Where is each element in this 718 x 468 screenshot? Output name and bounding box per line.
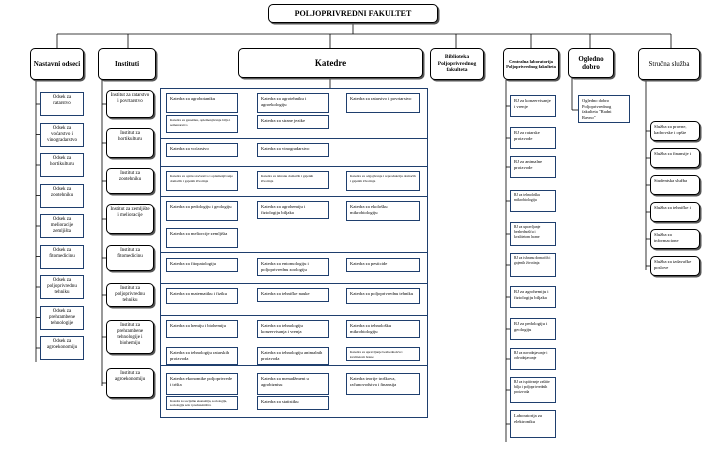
section-strucna-sluzba: Stručna služba <box>638 48 700 80</box>
katedra-item: Katedra za agrotehniku i agroekologiju <box>257 93 329 113</box>
odsek-item: Odsek za melioracije zemljišta <box>40 214 84 238</box>
section-label: Nastavni odseci <box>33 60 81 68</box>
institut-item: Institut za poljoprivrednu tehniku <box>106 283 154 307</box>
katedra-item: Katedra za odgajivanje i reprodukciju do… <box>346 171 420 191</box>
section-label: Biblioteka Poljoprivrednog fakulteta <box>437 54 477 74</box>
katedra-item: Katedra za vinogradarstvo <box>257 143 329 157</box>
root-title: POLJOPRIVREDNI FAKULTET <box>294 8 412 18</box>
institut-item: Institut za ratarstvo i povrtarstvo <box>106 90 154 118</box>
institut-item: Institut za agroekonomiju <box>106 368 154 398</box>
lab-item: Laboratorija za elektroniku <box>510 410 556 438</box>
katedra-item: Katedra za upravljanje bezbednošću i kva… <box>346 347 420 361</box>
lab-item: RJ za ishranu domaćih i gajenih životinj… <box>510 253 556 277</box>
katedre-row-divider <box>160 365 428 366</box>
katedra-item: Katedra za voćarstvo <box>166 143 238 157</box>
lab-item: RJ za tehnološku mikrobiologiju <box>510 190 556 212</box>
root-faculty-box: POLJOPRIVREDNI FAKULTET <box>268 4 438 23</box>
lab-item: RJ za konzervisanje i vrenje <box>510 95 556 117</box>
katedra-item: Katedra za statistiku <box>257 396 329 410</box>
katedra-item: Katedra za entomologiju i poljoprivrednu… <box>257 258 329 276</box>
katedra-item: Katedra za agrohemiju i fiziologiju bilj… <box>257 201 329 219</box>
section-label: Instituti <box>114 60 140 68</box>
section-instituti: Instituti <box>98 48 156 80</box>
katedra-item: Katedra za socijalnu ekonomiju, sociolog… <box>166 396 238 410</box>
ogledno-dobro-item: Ogledno dobro Poljoprivrednog fakulteta … <box>578 95 630 123</box>
sluzba-item: Služba za finansije i <box>650 148 700 168</box>
odsek-item: Odsek za prehrambene tehnologije <box>40 305 84 330</box>
odsek-item: Odsek za fitomedicinu <box>40 244 84 269</box>
katedra-item: Katedra za tehnologiju animalnih proizvo… <box>257 347 329 365</box>
institut-item: Institut za prehrambene tehnologije i bi… <box>106 320 154 354</box>
lab-item: RJ za ispitivanje zaštite bilja i poljop… <box>510 377 556 403</box>
katedre-row-divider <box>160 283 428 284</box>
katedra-item: Katedra za hemiju i biohemiju <box>166 320 238 338</box>
lab-item: RJ za pedologiju i geologiju <box>510 318 556 340</box>
katedra-item: Katedra za pesticide <box>346 258 420 272</box>
katedre-grid <box>160 88 428 418</box>
sluzba-item: Služba za izdavačke poslove <box>650 256 700 276</box>
katedra-item: Katedra za tehnologiju konzervisanja i v… <box>257 320 329 338</box>
katedre-row-divider <box>160 138 428 139</box>
ogledno-label: Ogledno dobro Poljoprivrednog fakulteta … <box>582 98 612 120</box>
odsek-item: Odsek za ratarstvo <box>40 92 84 116</box>
katedra-item: Katedra za poljoprivrednu tehniku <box>346 288 420 304</box>
katedre-row-divider <box>160 315 428 316</box>
katedre-row-divider <box>160 196 428 197</box>
odsek-item: Odsek za agroekonomiju <box>40 336 84 360</box>
katedra-item: Katedra ekonomike poljoprivrede i trišta <box>166 373 238 395</box>
katedra-item: Katedra za ratarstvo i povrtarstvo <box>346 93 420 113</box>
katedra-item: Katedra za agrobotaniku <box>166 93 238 113</box>
katedra-item: Katedra za opštu stočarstvo i oplemenjiv… <box>166 171 238 191</box>
section-biblioteka: Biblioteka Poljoprivrednog fakulteta <box>430 48 484 80</box>
section-label: Ogledno dobro <box>578 55 604 71</box>
katedra-item: Katedra za genetiku, oplemenjivanje bilj… <box>166 115 238 133</box>
sluzba-item: Služba za informacione <box>650 229 700 249</box>
odsek-item: Odsek za poljoprivrednu tehniku <box>40 275 84 299</box>
katedra-item: Katedra za meliorcije zemljišta <box>166 228 238 248</box>
odsek-item: Odsek za zootehniku <box>40 183 84 208</box>
odsek-item: Odsek za hortikulturu <box>40 153 84 177</box>
institut-item: Institut za zootehniku <box>106 168 154 194</box>
section-ogledno-dobro: Ogledno dobro <box>568 48 614 78</box>
sluzba-item: Služba za pravne, kadrovske i opšte <box>650 121 700 141</box>
katedra-item: Katedra za matematiku i fiziku <box>166 288 238 304</box>
katedre-row-divider <box>160 252 428 253</box>
section-label: Katedre <box>314 58 347 68</box>
institut-item: Institut za hortikulturu <box>106 128 154 158</box>
katedra-item: Katedra teorije troškova, računovodstva … <box>346 373 420 395</box>
lab-item: RJ za animalne proizvode <box>510 156 556 178</box>
katedra-item: Katedra za fitopatologiju <box>166 258 238 272</box>
sluzba-item: Studentska služba <box>650 175 700 195</box>
katedre-row-divider <box>160 166 428 167</box>
katedra-item: Katedra za tehničke nauke <box>257 288 329 302</box>
katedra-item: Katedra za tehnologiju ratarskih proizvo… <box>166 347 238 365</box>
katedra-item: Katedra za ishranu domaćih i gajenih živ… <box>257 171 329 189</box>
lab-item: RJ za agrohemiju i fiziologiju biljaka <box>510 286 556 308</box>
katedra-item: Katedra za ekološku mikrobiologiju <box>346 201 420 221</box>
sluzba-item: Služba za tehničke i <box>650 202 700 222</box>
section-label: Centralna laboratorija Poljoprivrednog f… <box>506 58 556 70</box>
lab-item: RJ za upravljanje bezbednošću i kvalitet… <box>510 222 556 246</box>
section-katedre: Katedre <box>238 48 423 78</box>
katedra-item: Katedra za strane jezike <box>257 115 329 129</box>
institut-item: Institut za fitomedicinu <box>106 245 154 271</box>
odsek-item: Odsek za voćarstvo i vinogradarstvo <box>40 122 84 147</box>
lab-item: RJ za navodnjavanje i odvodnjavanje <box>510 348 556 370</box>
katedra-item: Katedra za menadžment u agrobiznisu <box>257 373 329 395</box>
katedra-item: Katedra za tehnološku mikrobiologiju <box>346 320 420 338</box>
section-label: Stručna služba <box>648 60 690 68</box>
institut-item: Institut za zemljište i melioracije <box>106 204 154 234</box>
section-nastavni-odseci: Nastavni odseci <box>30 48 84 80</box>
lab-item: RJ za ratarske proizvode <box>510 127 556 149</box>
section-laboratorije: Centralna laboratorija Poljoprivrednog f… <box>503 48 559 80</box>
katedra-item: Katedra za pedologiju i geologiju <box>166 201 238 221</box>
